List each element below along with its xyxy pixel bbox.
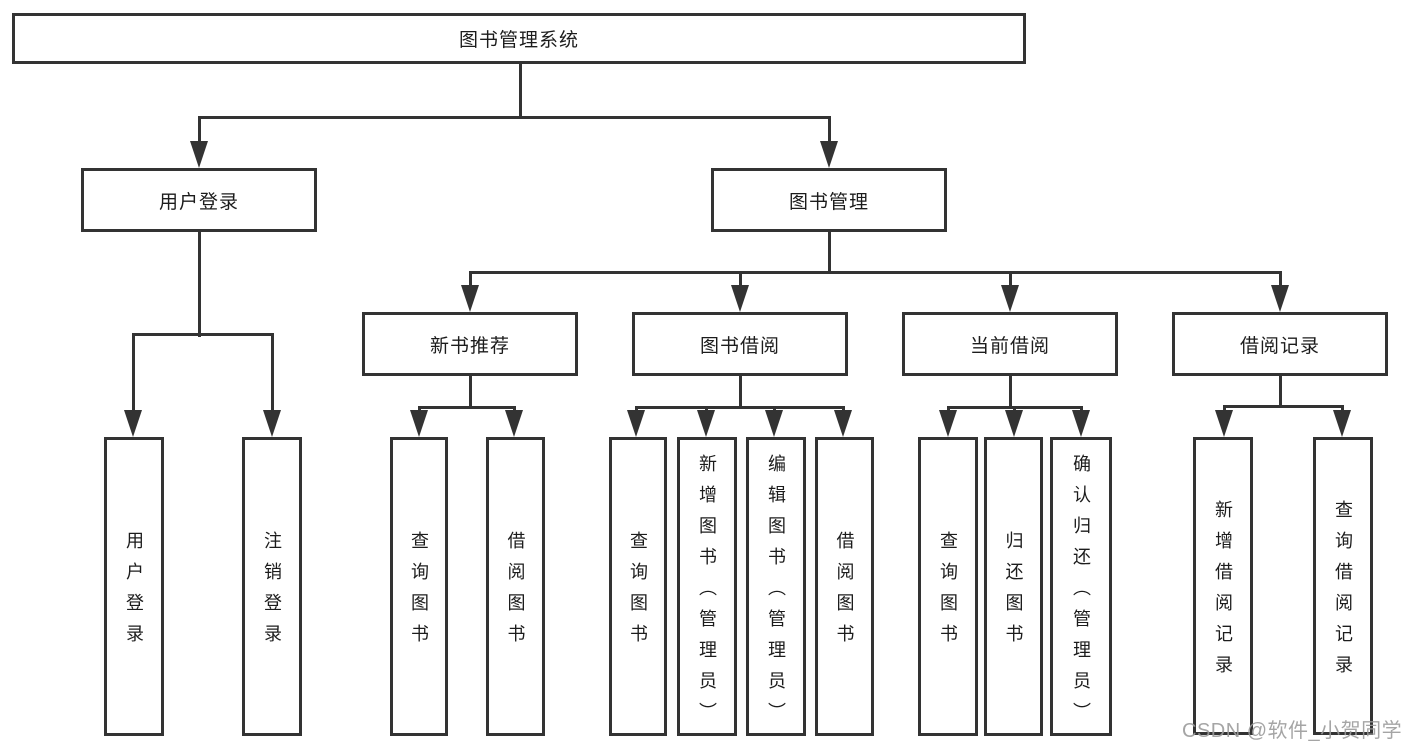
leaf-label: 查询图书 xyxy=(938,531,958,655)
node-label: 借阅记录 xyxy=(1239,335,1320,357)
connector-root-stem xyxy=(518,64,522,119)
node-borrowing-records: 借阅记录 xyxy=(1172,312,1388,376)
leaf-label: 查询借阅记录 xyxy=(1333,499,1353,686)
node-user-login: 用户登录 xyxy=(81,168,317,232)
node-label: 当前借阅 xyxy=(969,335,1050,357)
leaf-bb-query-books: 查询图书 xyxy=(609,437,667,736)
leaf-label: 新增图书（管理员） xyxy=(697,453,717,733)
leaf-cb-confirm-return-admin: 确认归还（管理员） xyxy=(1050,437,1112,736)
node-book-management: 图书管理 xyxy=(711,168,947,232)
arrowhead-down-icon xyxy=(1333,410,1351,437)
arrowhead-down-icon xyxy=(1271,285,1289,312)
arrowhead-down-icon xyxy=(939,410,957,437)
connector-arrow-shaft xyxy=(417,406,421,412)
connector-arrow-shaft xyxy=(1340,405,1344,412)
connector-level2-branch xyxy=(468,271,1282,274)
connector-arrow-shaft xyxy=(197,116,201,144)
node-label: 图书管理系统 xyxy=(458,30,579,51)
leaf-label: 借阅图书 xyxy=(834,531,855,655)
connector-arrow-shaft xyxy=(772,406,776,412)
node-label: 新书推荐 xyxy=(429,335,510,357)
node-new-book-recommendation: 新书推荐 xyxy=(362,312,578,376)
leaf-bb-borrow-books: 借阅图书 xyxy=(815,437,874,736)
connector-arrow-shaft xyxy=(1278,271,1282,287)
node-label: 用户登录 xyxy=(158,191,239,213)
leaf-bb-edit-books-admin: 编辑图书（管理员） xyxy=(746,437,806,736)
connector-arrow-shaft xyxy=(827,116,831,144)
arrowhead-down-icon xyxy=(1005,410,1023,437)
connector-br-branch xyxy=(1222,405,1344,408)
connector-arrow-shaft xyxy=(1079,406,1083,412)
connector-user-login-stem xyxy=(197,232,201,337)
node-label: 图书管理 xyxy=(788,191,869,213)
connector-arrow-shaft xyxy=(704,406,708,412)
leaf-user-login: 用户登录 xyxy=(104,437,164,736)
arrowhead-down-icon xyxy=(820,141,838,168)
arrowhead-down-icon xyxy=(461,285,479,312)
node-label: 图书借阅 xyxy=(699,335,780,357)
node-library-management-system: 图书管理系统 xyxy=(12,13,1026,64)
connector-arrow-shaft xyxy=(738,271,742,287)
connector-book-management-stem xyxy=(827,232,831,274)
connector-arrow-shaft xyxy=(1012,406,1016,412)
arrowhead-down-icon xyxy=(1001,285,1019,312)
arrowhead-down-icon xyxy=(627,410,645,437)
connector-nbr-stem xyxy=(468,376,472,409)
connector-arrow-shaft xyxy=(946,406,950,412)
leaf-label: 查询图书 xyxy=(409,531,429,655)
connector-arrow-shaft xyxy=(512,406,516,412)
leaf-label: 编辑图书（管理员） xyxy=(766,453,786,733)
leaf-label: 借阅图书 xyxy=(505,531,526,655)
leaf-label: 确认归还（管理员） xyxy=(1071,453,1091,733)
connector-bb-stem xyxy=(738,376,742,409)
connector-bb-branch xyxy=(634,406,845,409)
node-book-borrowing: 图书借阅 xyxy=(632,312,848,376)
connector-arrow-shaft xyxy=(131,332,135,411)
leaf-cb-return-books: 归还图书 xyxy=(984,437,1043,736)
connector-arrow-shaft xyxy=(841,406,845,412)
leaf-label: 新增借阅记录 xyxy=(1213,499,1233,686)
arrowhead-down-icon xyxy=(263,410,281,437)
leaf-bb-add-books-admin: 新增图书（管理员） xyxy=(677,437,737,736)
leaf-label: 用户登录 xyxy=(124,531,144,655)
leaf-logout: 注销登录 xyxy=(242,437,302,736)
arrowhead-down-icon xyxy=(410,410,428,437)
connector-level1-branch xyxy=(197,116,831,119)
arrowhead-down-icon xyxy=(1072,410,1090,437)
connector-arrow-shaft xyxy=(634,406,638,412)
leaf-cb-query-books: 查询图书 xyxy=(918,437,978,736)
leaf-nbr-query-books: 查询图书 xyxy=(390,437,448,736)
leaf-nbr-borrow-books: 借阅图书 xyxy=(486,437,545,736)
connector-br-stem xyxy=(1278,376,1282,408)
connector-arrow-shaft xyxy=(1008,271,1012,287)
connector-arrow-shaft xyxy=(1222,405,1226,412)
arrowhead-down-icon xyxy=(1215,410,1233,437)
arrowhead-down-icon xyxy=(190,141,208,168)
connector-cb-stem xyxy=(1008,376,1012,409)
connector-user-login-branch xyxy=(131,332,274,336)
arrowhead-down-icon xyxy=(124,410,142,437)
arrowhead-down-icon xyxy=(834,410,852,437)
connector-arrow-shaft xyxy=(468,271,472,287)
arrowhead-down-icon xyxy=(765,410,783,437)
arrowhead-down-icon xyxy=(731,285,749,312)
leaf-label: 查询图书 xyxy=(628,531,648,655)
leaf-label: 归还图书 xyxy=(1003,531,1024,655)
watermark-csdn: CSDN @软件_小贺同学 xyxy=(1182,720,1403,742)
arrowhead-down-icon xyxy=(697,410,715,437)
node-current-borrowing: 当前借阅 xyxy=(902,312,1118,376)
leaf-label: 注销登录 xyxy=(262,531,282,655)
arrowhead-down-icon xyxy=(505,410,523,437)
connector-arrow-shaft xyxy=(270,332,274,411)
leaf-br-add-borrow-record: 新增借阅记录 xyxy=(1193,437,1253,735)
leaf-br-query-borrow-record: 查询借阅记录 xyxy=(1313,437,1373,735)
connector-nbr-branch xyxy=(417,406,516,409)
